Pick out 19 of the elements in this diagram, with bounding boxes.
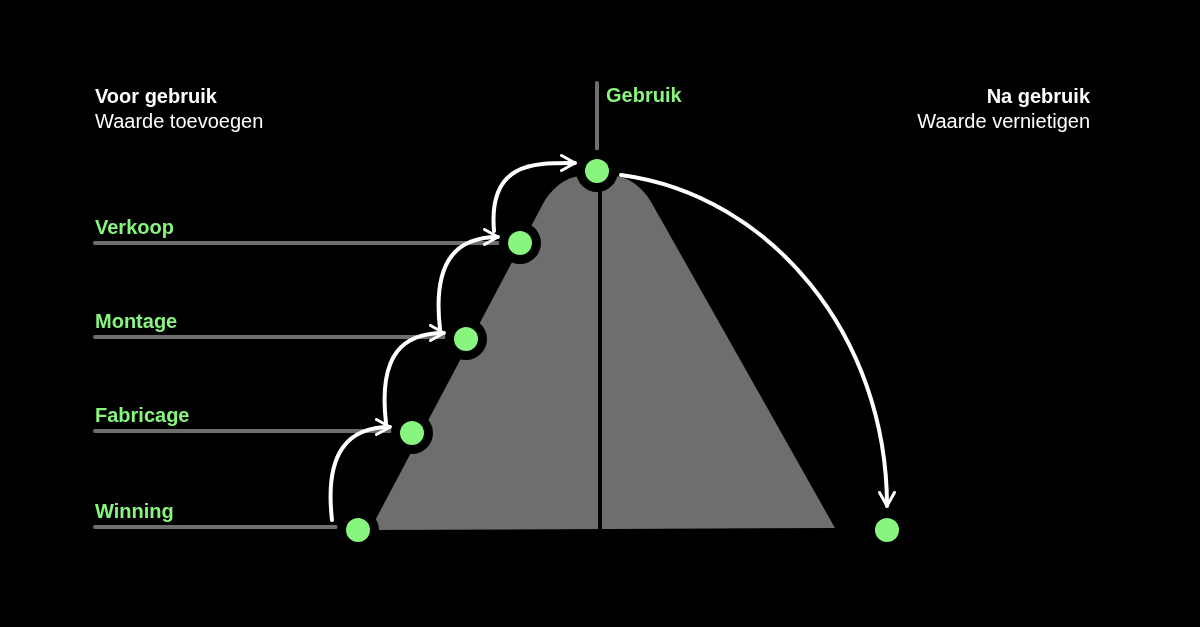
arrow [382, 324, 446, 425]
leader-line [93, 335, 446, 339]
leader-line [93, 525, 338, 529]
heading-text: Voor gebruik [95, 84, 217, 109]
arrow [491, 154, 577, 233]
subtitle-text: Waarde toevoegen [95, 109, 264, 134]
stage-label: Fabricage [95, 403, 190, 427]
stage-dot [875, 518, 899, 542]
stage-label: Winning [95, 499, 174, 523]
stage-label: Verkoop [95, 215, 174, 239]
leader-line [93, 429, 392, 433]
subtitle-text: Waarde vernietigen [917, 109, 1090, 134]
arrow [619, 173, 896, 508]
arrow [328, 418, 392, 522]
heading-text: Na gebruik [986, 84, 1090, 109]
stage-label: Montage [95, 309, 178, 333]
stage-label: Gebruik [606, 83, 682, 107]
leader-line [595, 81, 599, 151]
arrow [436, 228, 500, 331]
